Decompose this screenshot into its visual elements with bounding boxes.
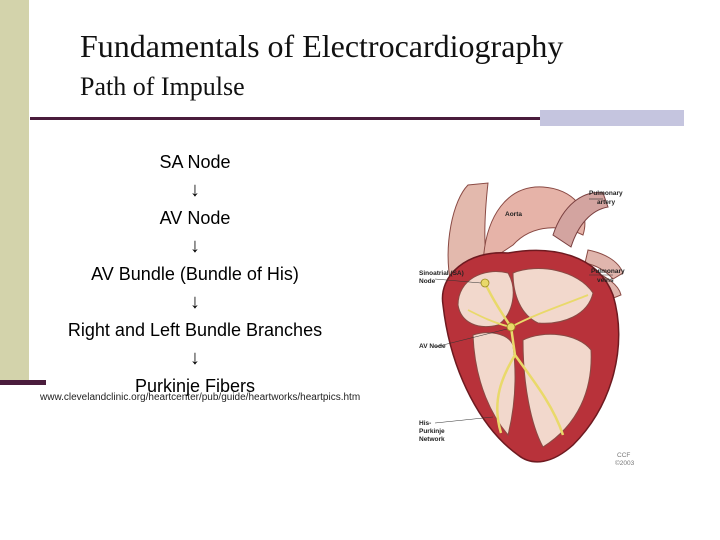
flow-step-bundle-branches: Right and Left Bundle Branches bbox=[67, 320, 323, 340]
sidebar-foot-accent bbox=[0, 380, 46, 385]
flow-step-sa-node: SA Node bbox=[159, 152, 231, 172]
label-sa-node-1: Sinoatrial (SA) bbox=[419, 270, 464, 277]
down-arrow-icon: ↓ bbox=[190, 235, 200, 257]
label-his-3: Network bbox=[419, 436, 445, 443]
label-pulmonary-veins-2: veins bbox=[597, 277, 614, 284]
flow-step-purkinje-fibers: Purkinje Fibers bbox=[134, 376, 256, 396]
label-pulmonary-veins-1: Pulmonary bbox=[591, 268, 625, 275]
flow-step-bundle-of-his: AV Bundle (Bundle of His) bbox=[91, 264, 299, 284]
label-sa-node-2: Node bbox=[419, 278, 436, 285]
label-pulmonary-artery-1: Pulmonary bbox=[589, 190, 623, 197]
label-his-1: His- bbox=[419, 420, 431, 427]
sidebar-bar bbox=[0, 0, 29, 384]
heart-conduction-figure: Pulmonary artery Aorta Sinoatrial (SA) N… bbox=[413, 155, 637, 473]
label-aorta: Aorta bbox=[505, 211, 522, 218]
title-rule-accent bbox=[540, 110, 684, 126]
slide-subtitle: Path of Impulse bbox=[80, 72, 245, 101]
label-copyright-2: ©2003 bbox=[615, 459, 635, 467]
flow-step-av-node: AV Node bbox=[159, 208, 231, 228]
down-arrow-icon: ↓ bbox=[190, 347, 200, 369]
down-arrow-icon: ↓ bbox=[190, 179, 200, 201]
label-his-2: Purkinje bbox=[419, 428, 445, 435]
label-av-node: AV Node bbox=[419, 343, 446, 350]
down-arrow-icon: ↓ bbox=[190, 291, 200, 313]
label-pulmonary-artery-2: artery bbox=[597, 199, 615, 206]
label-copyright-1: CCF bbox=[617, 452, 630, 459]
source-url: www.clevelandclinic.org/heartcenter/pub/… bbox=[40, 392, 361, 403]
title-rule bbox=[30, 117, 540, 120]
slide-title: Fundamentals of Electrocardiography bbox=[80, 28, 564, 64]
impulse-flow: SA Node ↓ AV Node ↓ AV Bundle (Bundle of… bbox=[30, 150, 360, 398]
